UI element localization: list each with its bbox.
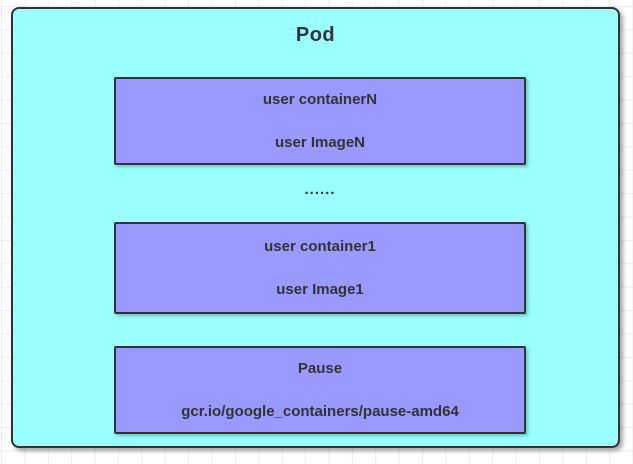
container-name: user containerN: [262, 91, 378, 108]
container-box-user-containerN: user containerN user ImageN: [114, 77, 526, 165]
container-name: Pause: [297, 360, 343, 377]
container-image: user ImageN: [274, 134, 366, 151]
container-image: user Image1: [276, 281, 364, 298]
pod-box: Pod user containerN user ImageN ...... u…: [11, 7, 620, 448]
container-box-user-container1: user container1 user Image1: [114, 222, 526, 314]
container-name: user container1: [264, 238, 376, 255]
container-image: gcr.io/google_containers/pause-amd64: [181, 403, 459, 420]
ellipsis-label: ......: [304, 181, 336, 198]
container-box-pause: Pause gcr.io/google_containers/pause-amd…: [114, 346, 526, 434]
pod-title: Pod: [295, 24, 336, 46]
